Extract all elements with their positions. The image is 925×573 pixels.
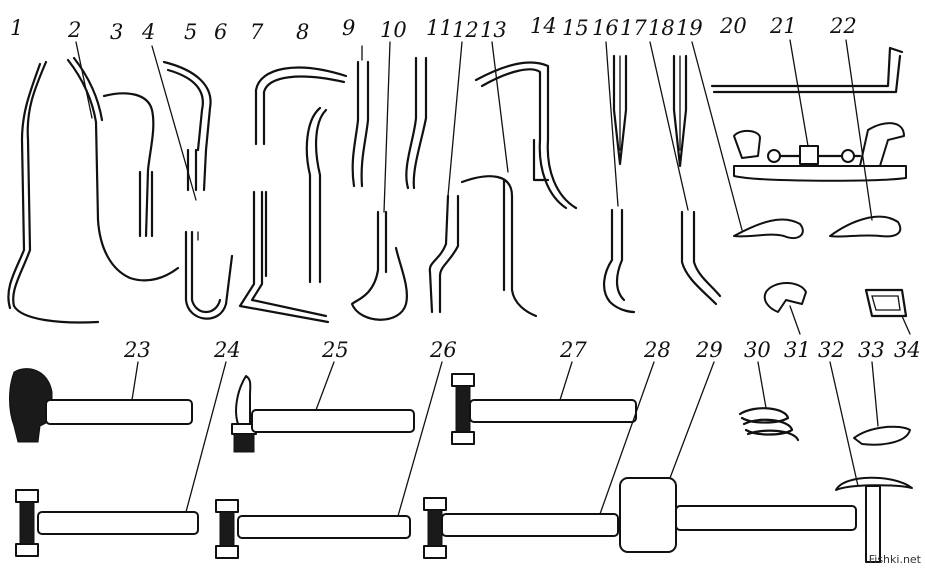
tool-29: [619, 477, 857, 553]
tool-1: [7, 60, 100, 324]
tool-7: [254, 66, 348, 146]
tool-34: [864, 288, 908, 318]
tool-16: [612, 54, 628, 166]
tool-11: [405, 56, 428, 190]
tool-6: [238, 190, 330, 324]
label-31: 31: [784, 338, 811, 362]
tool-14: [474, 61, 578, 210]
label-25: 25: [322, 338, 349, 362]
tool-26: [215, 499, 411, 559]
label-16: 16: [592, 16, 619, 40]
tool-13: [460, 175, 538, 318]
tool-19: [733, 218, 804, 240]
label-10: 10: [380, 18, 407, 42]
label-27: 27: [560, 338, 587, 362]
label-15: 15: [562, 16, 589, 40]
tool-4: [184, 230, 234, 320]
label-2: 2: [68, 18, 82, 42]
label-24: 24: [214, 338, 241, 362]
label-4: 4: [142, 20, 156, 44]
tool-8: [305, 106, 328, 284]
label-21: 21: [770, 14, 797, 38]
label-19: 19: [676, 16, 703, 40]
tool-27: [451, 373, 637, 445]
tool-23: [9, 368, 193, 443]
tool-15: [603, 208, 636, 314]
tool-2: [66, 56, 180, 282]
label-7: 7: [250, 20, 264, 44]
tool-10: [350, 210, 408, 321]
tool-25: [231, 375, 415, 453]
tool-20: [710, 46, 904, 94]
tool-21: [733, 122, 907, 182]
tool-3: [102, 92, 155, 238]
label-30: 30: [744, 338, 771, 362]
tool-31: [763, 282, 807, 313]
label-22: 22: [830, 14, 857, 38]
label-34: 34: [894, 338, 921, 362]
label-3: 3: [110, 20, 124, 44]
tool-9: [351, 60, 370, 188]
label-28: 28: [644, 338, 671, 362]
label-29: 29: [696, 338, 723, 362]
tool-32: [835, 476, 913, 563]
label-13: 13: [480, 18, 507, 42]
label-6: 6: [214, 20, 228, 44]
label-11: 11: [426, 16, 453, 40]
label-26: 26: [430, 338, 457, 362]
label-9: 9: [342, 16, 356, 40]
label-33: 33: [858, 338, 885, 362]
label-12: 12: [452, 18, 479, 42]
tool-30: [738, 407, 800, 442]
watermark: Fishki.net: [868, 553, 921, 566]
label-17: 17: [620, 16, 647, 40]
label-8: 8: [296, 20, 310, 44]
label-32: 32: [818, 338, 845, 362]
tool-24: [15, 489, 199, 557]
tool-22: [829, 215, 902, 238]
label-18: 18: [648, 16, 675, 40]
label-23: 23: [124, 338, 151, 362]
label-20: 20: [720, 14, 747, 38]
tool-28: [423, 497, 619, 559]
leader-lines: [75, 39, 911, 517]
label-5: 5: [184, 20, 198, 44]
tool-12: [428, 194, 460, 314]
label-1: 1: [10, 16, 24, 40]
tool-18: [672, 54, 688, 168]
tool-33: [853, 425, 911, 446]
label-14: 14: [530, 14, 557, 38]
tool-17: [680, 210, 722, 306]
